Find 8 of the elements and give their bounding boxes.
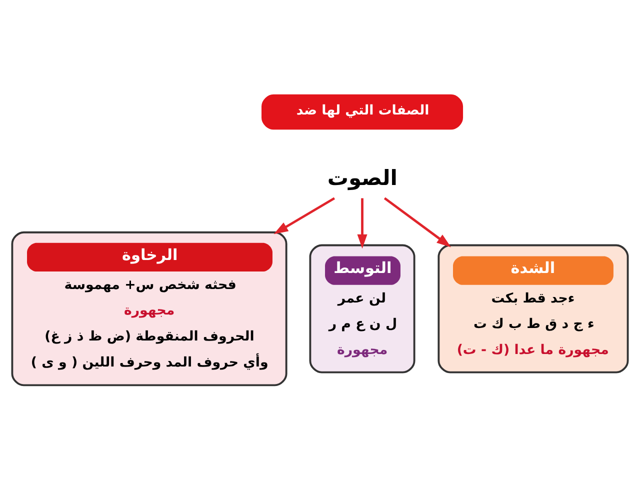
node-box: التوسط لن عمر ل ن ع م ر مجهورة — [309, 244, 416, 374]
node-box: الصفات التي لها ضد — [262, 94, 464, 130]
node-box: الرخاوة فحثه شخص س+ مهموسة مجهورة الحروف المنقوطة (ض ظ ذ ز غ) وأي حروف المد وحرف اللين ( و ى ) — [11, 231, 288, 386]
arrow — [357, 198, 368, 249]
arrow — [274, 197, 336, 234]
node-box: الشدة ءجد قط بكت ء ج د ق ط ب ك ت مجهورة ما عدا (ك - ت) — [438, 244, 629, 374]
node-text: الصوت — [327, 165, 398, 190]
arrow — [384, 197, 452, 248]
